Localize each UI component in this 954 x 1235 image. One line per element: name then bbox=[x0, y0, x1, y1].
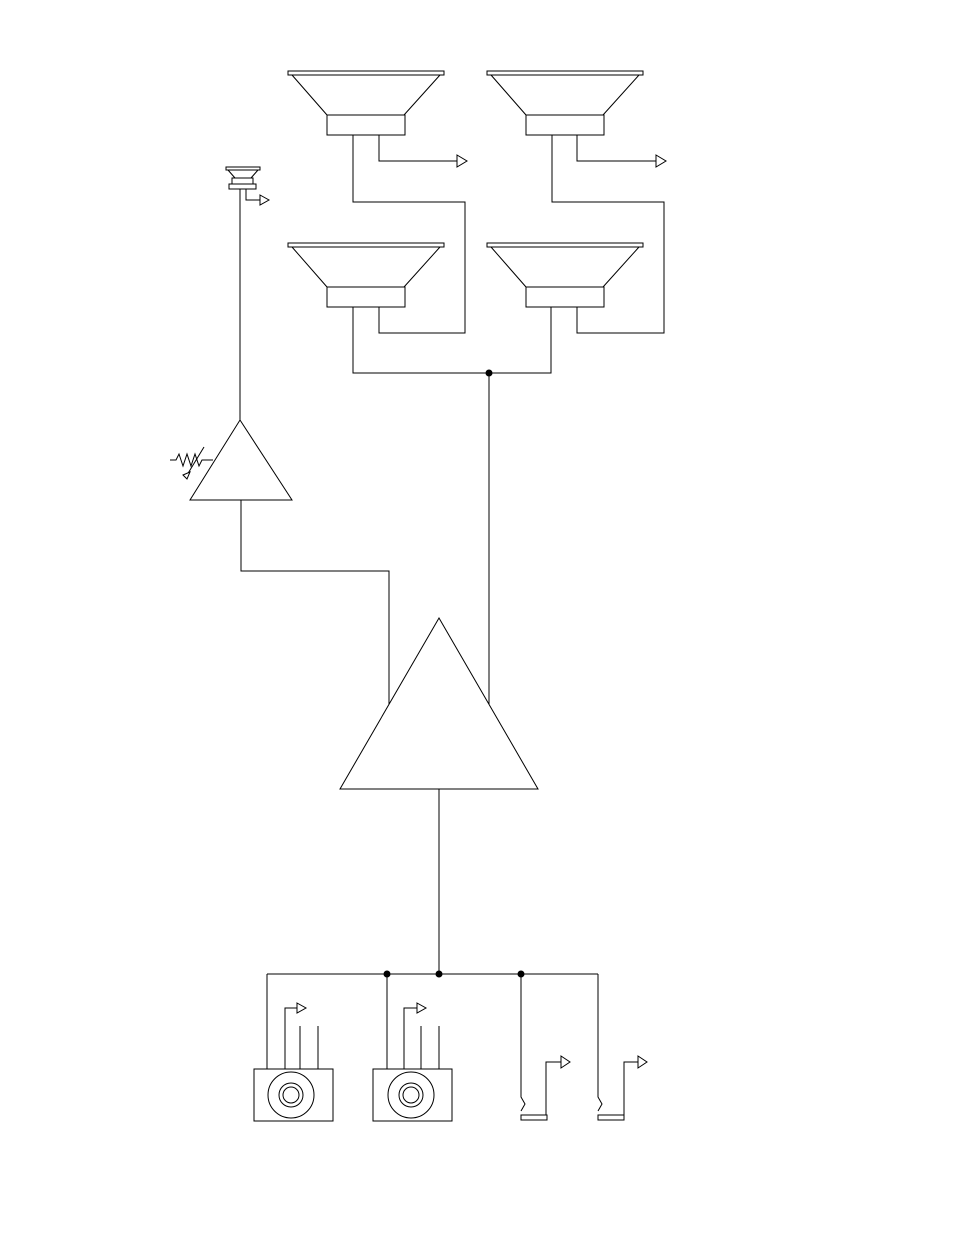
input-connector-3 bbox=[521, 974, 570, 1120]
junction-dot bbox=[436, 971, 443, 978]
woofer-speaker-1 bbox=[288, 71, 444, 135]
input-jack-1 bbox=[254, 974, 333, 1121]
ground-arrow bbox=[246, 189, 269, 205]
woofer-speaker-4 bbox=[487, 243, 643, 307]
ground-arrow bbox=[379, 135, 467, 167]
tweeter-feed-wire bbox=[241, 500, 389, 705]
main-amplifier bbox=[340, 618, 538, 789]
woofer-speaker-3 bbox=[288, 243, 444, 307]
input-jack-2 bbox=[373, 974, 452, 1121]
speaker-bus-wire bbox=[353, 307, 551, 373]
tweeter-speaker bbox=[226, 167, 260, 189]
woofer-speaker-2 bbox=[487, 71, 643, 135]
input-connector-4 bbox=[598, 974, 647, 1120]
ground-arrow bbox=[577, 135, 666, 167]
